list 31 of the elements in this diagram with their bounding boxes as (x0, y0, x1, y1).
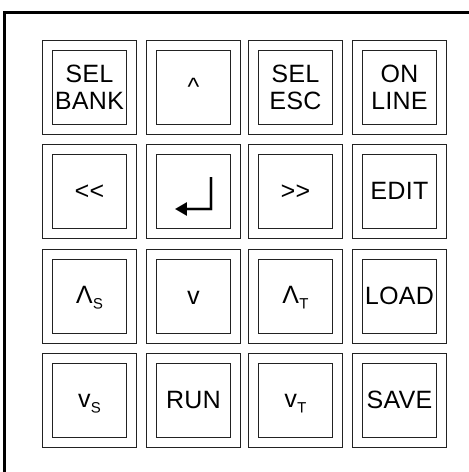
keypad-key (352, 40, 447, 135)
keypad-key (248, 40, 343, 135)
keypad-key (352, 353, 447, 448)
key-label: ^ (187, 74, 200, 101)
keypad-key (146, 353, 241, 448)
keypad-key (352, 144, 447, 239)
key-label: v (187, 283, 200, 310)
keypad-key (248, 144, 343, 239)
key-label: SAVE (366, 387, 433, 414)
keypad-key (146, 144, 241, 239)
keypad-key (42, 249, 137, 344)
key-label: LOAD (364, 283, 434, 310)
key-label: EDIT (370, 178, 429, 205)
keypad-key (352, 249, 447, 344)
keypad-key (248, 353, 343, 448)
keypad-key (42, 144, 137, 239)
keypad-key (248, 249, 343, 344)
key-label: Λ$_{S}$ (76, 282, 104, 312)
keypad-key (146, 40, 241, 135)
keypad-key (146, 249, 241, 344)
key-label: v$_{S}$ (78, 386, 102, 416)
key-label: v$_{T}$ (284, 386, 307, 416)
key-label: Λ$_{T}$ (282, 282, 309, 312)
key-label: << (74, 178, 104, 205)
keypad-key (42, 40, 137, 135)
key-label: RUN (166, 387, 222, 414)
key-label: >> (280, 178, 310, 205)
key-label: ON LINE (371, 61, 428, 114)
keypad-key (42, 353, 137, 448)
key-label: SEL ESC (269, 61, 322, 114)
key-label: SEL BANK (54, 61, 124, 114)
